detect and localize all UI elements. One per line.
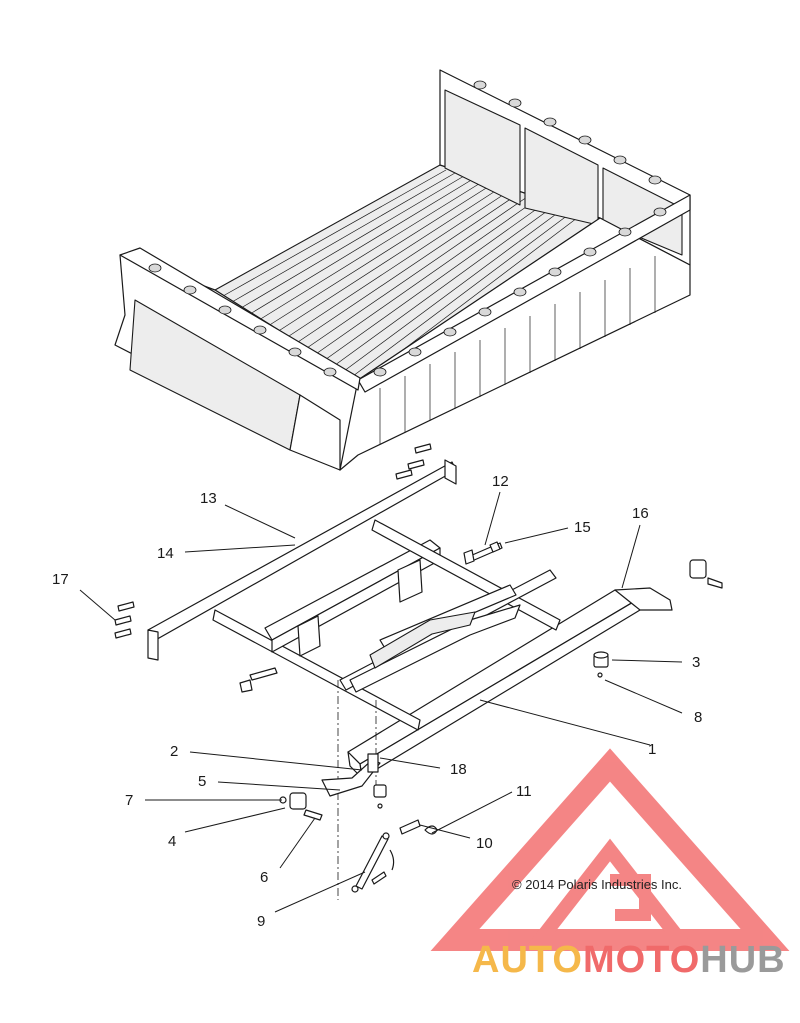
callout-6: 6 (260, 869, 268, 886)
callout-15: 15 (574, 519, 591, 536)
cargo-frame-illustration (147, 459, 673, 900)
callout-labels: 1 2 3 4 5 6 7 8 9 10 11 12 13 14 15 16 1… (52, 473, 702, 930)
cargo-box-illustration (114, 69, 691, 471)
callout-1: 1 (648, 741, 656, 758)
automotohub-wordmark: AUTOMOTOHUB (472, 939, 786, 981)
callout-5: 5 (198, 773, 206, 790)
callout-17: 17 (52, 571, 69, 588)
callout-14: 14 (157, 545, 174, 562)
callout-16: 16 (632, 505, 649, 522)
brand-auto: AUTO (472, 939, 583, 981)
callout-12: 12 (492, 473, 509, 490)
callout-4: 4 (168, 833, 176, 850)
callout-2: 2 (170, 743, 178, 760)
callout-9: 9 (257, 913, 265, 930)
leader-lines (79, 491, 683, 913)
callout-7: 7 (125, 792, 133, 809)
brand-moto: MOTO (583, 939, 700, 981)
svg-text:AUTOMOTOHUB: AUTOMOTOHUB (472, 939, 786, 981)
copyright-text: © 2014 Polaris Industries Inc. (512, 877, 682, 892)
automotohub-logo (430, 748, 790, 951)
callout-3: 3 (692, 654, 700, 671)
callout-13: 13 (200, 490, 217, 507)
hardware-illustrations (114, 443, 723, 893)
callout-11: 11 (516, 783, 532, 800)
callout-10: 10 (476, 835, 493, 852)
callout-18: 18 (450, 761, 467, 778)
brand-hub: HUB (700, 939, 785, 981)
callout-8: 8 (694, 709, 702, 726)
